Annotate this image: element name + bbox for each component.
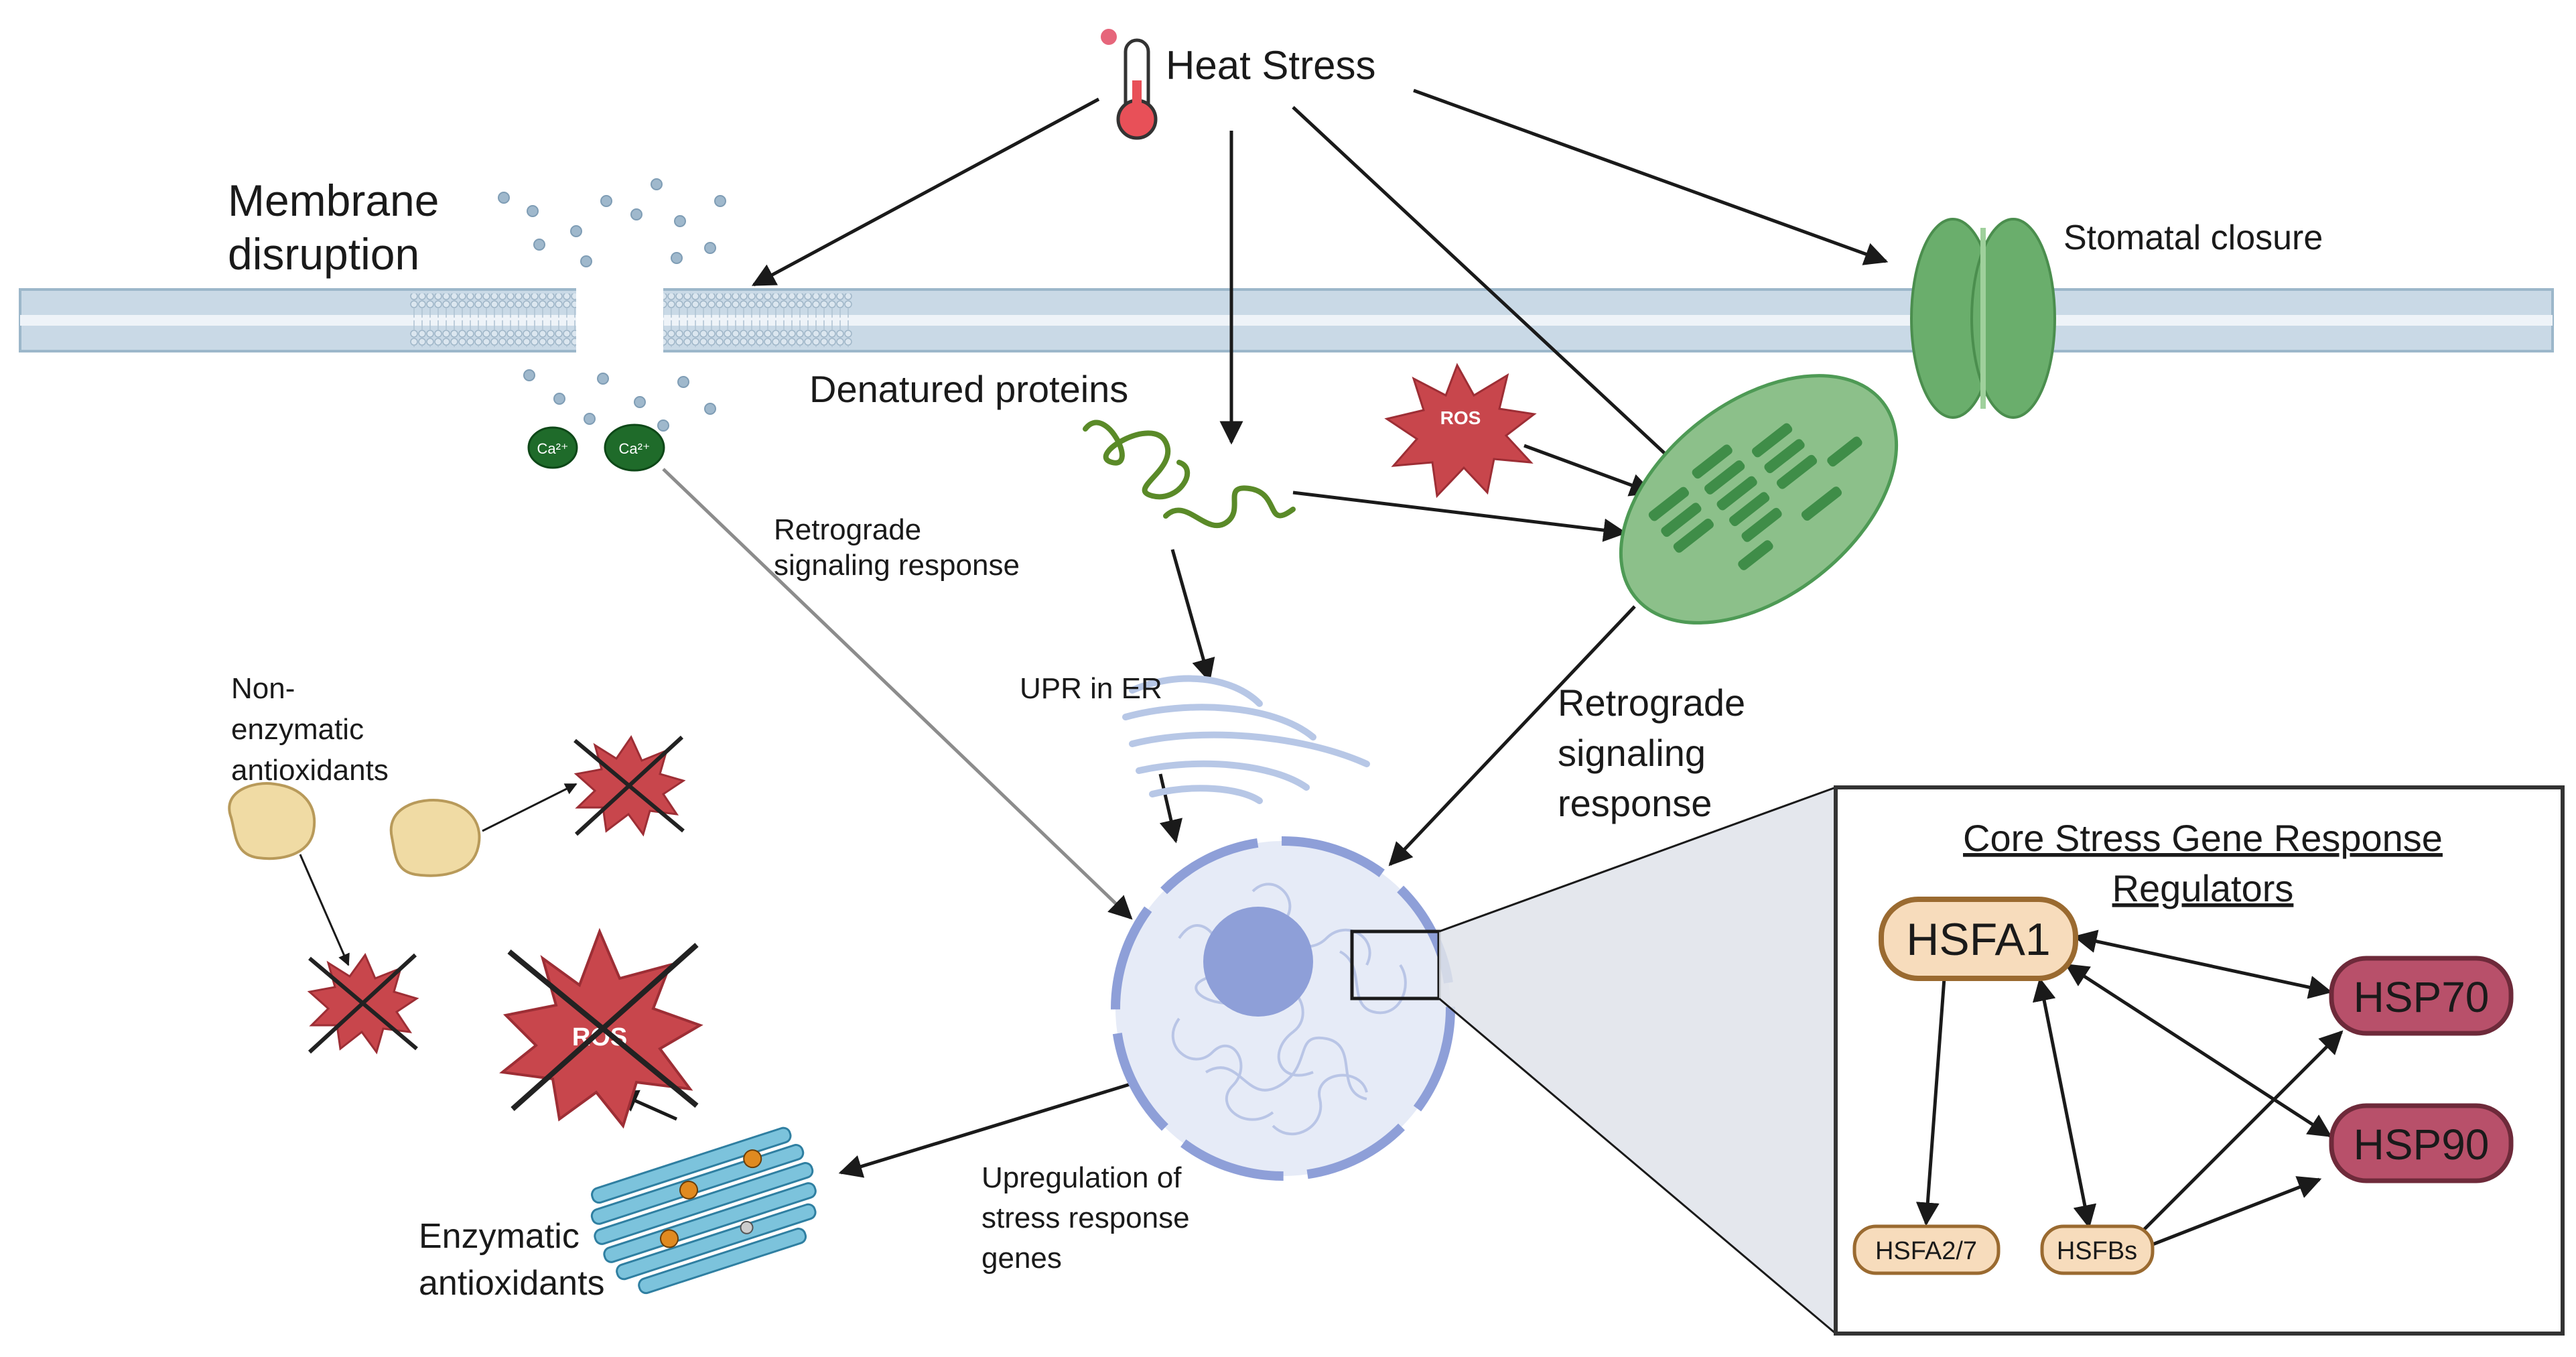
arrow-heat-to-chloroplast xyxy=(1292,106,1684,471)
upregulation-line1: Upregulation of xyxy=(981,1161,1182,1194)
denatured-proteins-label: Denatured proteins xyxy=(809,368,1128,410)
membrane-label-line1: Membrane xyxy=(228,176,439,225)
arrow-calcium-to-nucleus xyxy=(662,468,1133,920)
stomatal-label: Stomatal closure xyxy=(2063,218,2323,257)
regulator-inset: Core Stress Gene Response Regulators HSF… xyxy=(1834,785,2565,1336)
upr-label: UPR in ER xyxy=(1020,672,1162,705)
node-hsp70: HSP70 xyxy=(2329,956,2514,1036)
heat-stress-label: Heat Stress xyxy=(1166,43,1375,88)
regulator-network-arrows xyxy=(1915,929,2344,1252)
arrow-protein-to-er xyxy=(1170,549,1215,683)
retrograde-small-line2: signaling response xyxy=(774,549,1020,582)
arrow-protein-to-chloroplast xyxy=(1292,491,1627,542)
upregulation-line2: stress response xyxy=(981,1202,1190,1234)
hsp90-label: HSP90 xyxy=(2354,1120,2490,1169)
zoom-wedge xyxy=(1439,787,1836,1334)
hsfa1-label: HSFA1 xyxy=(1906,914,2050,965)
arrow-chloroplast-to-nucleus xyxy=(1388,605,1636,866)
stomata-icon xyxy=(1910,218,2056,419)
hsp70-label: HSP70 xyxy=(2354,973,2490,1021)
scattered-lipids xyxy=(498,178,726,432)
arrow-antioxidant-down xyxy=(299,854,350,966)
enzyme-protein-icon xyxy=(590,1126,817,1295)
ros-burst-icon-large: ROS xyxy=(499,927,703,1129)
enzymatic-line1: Enzymatic xyxy=(419,1217,580,1256)
node-hsfa1: HSFA1 xyxy=(1879,897,2078,981)
upregulation-line3: genes xyxy=(981,1242,1062,1275)
thermometer-icon xyxy=(1101,29,1158,140)
retrograde-large-line2: signaling xyxy=(1558,732,1706,774)
calcium-label-2: Ca²⁺ xyxy=(618,440,650,457)
chloroplast-icon xyxy=(1619,374,1899,625)
cell-membrane xyxy=(19,281,2554,362)
inset-title-line2: Regulators xyxy=(2112,867,2294,909)
node-hsfa27: HSFA2/7 xyxy=(1852,1224,2001,1275)
inset-title-line1: Core Stress Gene Response xyxy=(1963,817,2443,859)
diagram-labels: Heat Stress Membrane disruption Stomatal… xyxy=(228,43,2323,1303)
nonenzymatic-line2: enzymatic xyxy=(231,713,364,746)
hsfa27-label: HSFA2/7 xyxy=(1875,1237,1977,1265)
arrow-er-to-nucleus xyxy=(1158,773,1182,844)
ros-burst-icon-small-1 xyxy=(573,734,686,837)
denatured-protein-icon xyxy=(1083,419,1296,529)
ros-burst-icon: ROS xyxy=(1384,363,1537,499)
ros-label: ROS xyxy=(1440,407,1481,428)
arrow-heat-to-membrane xyxy=(751,97,1100,287)
hsfbs-label: HSFBs xyxy=(2057,1237,2137,1265)
nucleus-icon xyxy=(1111,836,1455,1181)
membrane-label-line2: disruption xyxy=(228,229,419,279)
ros-burst-icon-small-2 xyxy=(307,952,419,1055)
calcium-label-1: Ca²⁺ xyxy=(537,440,568,457)
antioxidant-arrows xyxy=(299,783,578,966)
enzymatic-line2: antioxidants xyxy=(419,1264,605,1303)
retrograde-large-line3: response xyxy=(1558,782,1712,824)
node-hsp90: HSP90 xyxy=(2329,1103,2514,1183)
antioxidant-blob-icon xyxy=(228,782,481,877)
arrow-heat-to-stomata xyxy=(1413,88,1889,265)
nonenzymatic-line1: Non- xyxy=(231,672,295,705)
arrow-ros-to-chloroplast xyxy=(1523,444,1654,497)
retrograde-small-line1: Retrograde xyxy=(774,513,921,546)
node-hsfbs: HSFBs xyxy=(2040,1224,2155,1275)
endoplasmic-reticulum-icon xyxy=(1122,675,1370,804)
arrow-antioxidant-right xyxy=(482,783,578,832)
nonenzymatic-line3: antioxidants xyxy=(231,754,389,787)
calcium-ion-icon: Ca²⁺ Ca²⁺ xyxy=(527,424,665,472)
retrograde-large-line1: Retrograde xyxy=(1558,682,1745,724)
